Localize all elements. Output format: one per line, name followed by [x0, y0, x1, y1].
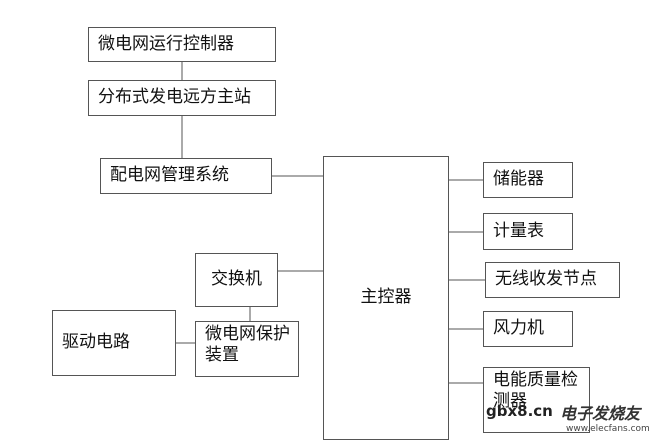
wind-turbine-box: 风力机 — [483, 311, 573, 347]
watermark-site: gbx8.cn — [486, 402, 553, 420]
microgrid-protection-box: 微电网保护装置 — [195, 321, 299, 377]
meter-box: 计量表 — [483, 213, 573, 250]
distribution-management-system-box: 配电网管理系统 — [100, 158, 272, 194]
drive-circuit-box: 驱动电路 — [52, 310, 176, 376]
microgrid-controller-box: 微电网运行控制器 — [88, 27, 276, 62]
watermark-url: www.elecfans.com — [566, 424, 650, 434]
main-controller-box: 主控器 — [323, 156, 449, 440]
power-quality-detector-box: 电能质量检测器 — [483, 367, 590, 433]
distributed-generation-master-box: 分布式发电远方主站 — [88, 80, 276, 116]
wireless-node-box: 无线收发节点 — [485, 262, 620, 298]
watermark-brand: 电子发烧友 — [560, 404, 641, 423]
switch-box: 交换机 — [195, 253, 278, 307]
energy-storage-box: 储能器 — [483, 162, 573, 198]
